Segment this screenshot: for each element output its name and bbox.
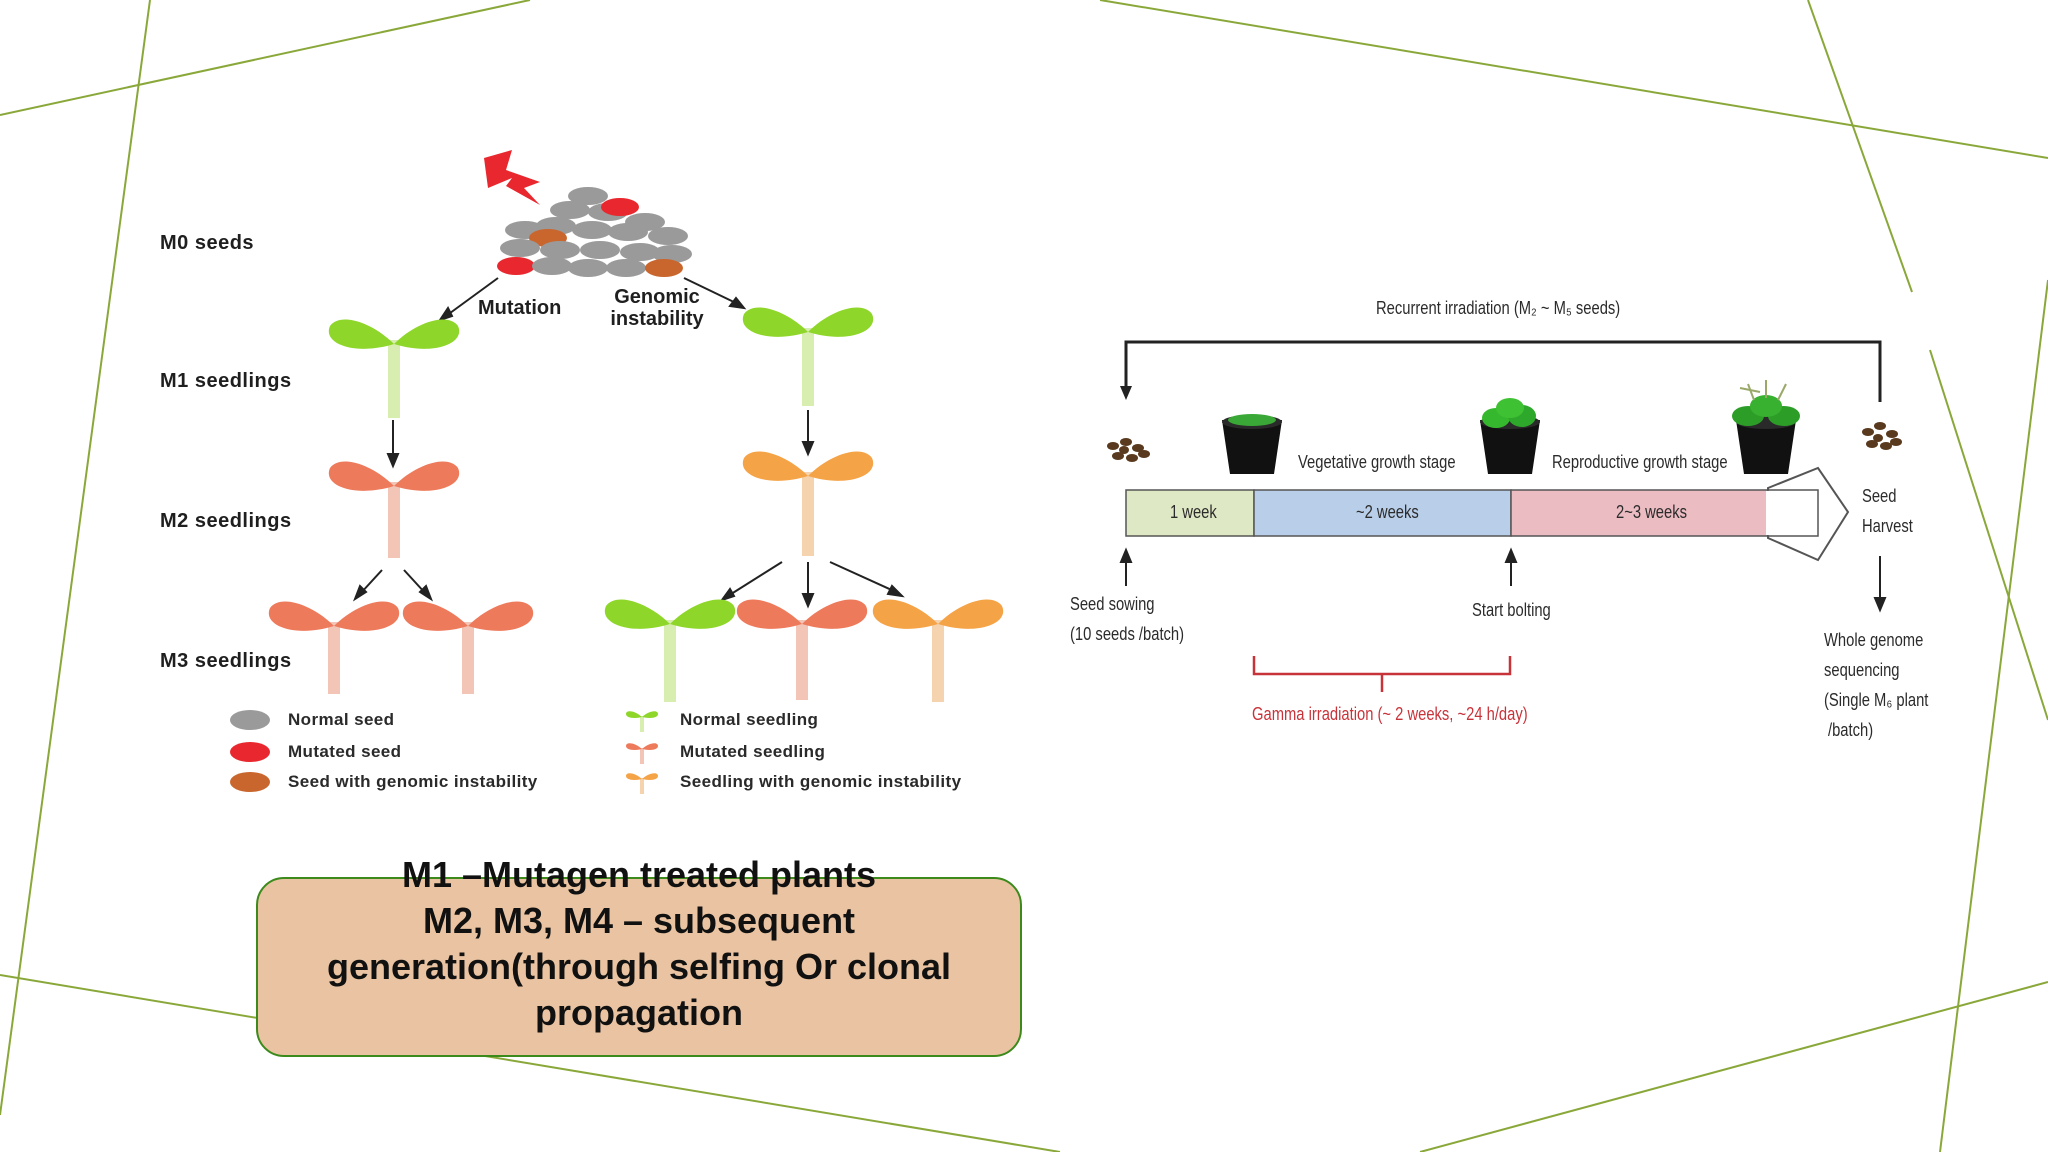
legend-mutated-seed: Mutated seed bbox=[230, 742, 401, 762]
stage-2-label: ~2 weeks bbox=[1356, 502, 1419, 522]
seedling-m3-1 bbox=[268, 601, 400, 694]
note-text: M1 –Mutagen treated plants M2, M3, M4 – … bbox=[256, 852, 1022, 1036]
label-m3: M3 seedlings bbox=[160, 650, 292, 672]
normal-seedling-icon bbox=[626, 711, 658, 732]
pot-icon-1 bbox=[1222, 414, 1282, 474]
legend-genomic-seedling: Seedling with genomic instability bbox=[622, 770, 961, 794]
stage-3-label: 2~3 weeks bbox=[1616, 502, 1687, 522]
label-genomic-instability: Genomic instability bbox=[600, 286, 714, 330]
seedling-m3-5 bbox=[872, 599, 1004, 702]
legend-label: Normal seedling bbox=[680, 710, 819, 729]
seeds-icon-left bbox=[1107, 438, 1150, 462]
label-m0: M0 seeds bbox=[160, 232, 255, 254]
pot-icon-2 bbox=[1480, 398, 1540, 474]
wgs-line-1: Whole genome bbox=[1824, 630, 1924, 650]
wgs-line-2: sequencing bbox=[1824, 660, 1900, 680]
start-bolting-label: Start bolting bbox=[1472, 600, 1551, 620]
label-m2: M2 seedlings bbox=[160, 510, 292, 532]
note-box bbox=[256, 877, 1022, 1057]
seedling-m3-2 bbox=[402, 601, 534, 694]
pot-icon-3 bbox=[1732, 380, 1800, 474]
seed-label: Seed bbox=[1862, 486, 1897, 506]
reproductive-stage-label: Reproductive growth stage bbox=[1552, 452, 1728, 472]
note-line-3: generation(through selfing Or clonal bbox=[326, 946, 952, 987]
seedling-m1-right bbox=[742, 307, 874, 406]
mutated-seed-swatch bbox=[230, 742, 270, 762]
seeds-icon-right bbox=[1862, 422, 1902, 450]
wgs-line-4: /batch) bbox=[1828, 720, 1874, 740]
seed-sowing-label: Seed sowing bbox=[1070, 594, 1155, 614]
seedling-m1-left bbox=[328, 319, 460, 418]
recurrent-irradiation-label: Recurrent irradiation (M₂ ~ M₅ seeds) bbox=[1376, 298, 1621, 318]
legend-normal-seed: Normal seed bbox=[230, 710, 394, 730]
stage-1-bar bbox=[1125, 489, 1255, 537]
note-line-2: M2, M3, M4 – subsequent bbox=[422, 900, 856, 941]
label-instability: instability bbox=[610, 308, 704, 330]
wgs-line-3: (Single M₆ plant bbox=[1824, 690, 1929, 710]
seed-batch-label: (10 seeds /batch) bbox=[1070, 624, 1185, 644]
legend-label: Seed with genomic instability bbox=[288, 772, 538, 791]
seed-pile bbox=[497, 187, 692, 277]
seedling-m3-4 bbox=[736, 599, 868, 700]
label-mutation: Mutation bbox=[478, 297, 562, 319]
gamma-irradiation-label: Gamma irradiation (~ 2 weeks, ~24 h/day) bbox=[1252, 704, 1528, 724]
note-line-4: propagation bbox=[535, 992, 743, 1033]
mutated-seedling-icon bbox=[626, 743, 658, 764]
legend-label: Mutated seedling bbox=[680, 742, 826, 761]
normal-seed-swatch bbox=[230, 710, 270, 730]
gamma-bracket bbox=[1252, 656, 1512, 692]
stage-3-bar bbox=[1510, 489, 1769, 537]
legend-label: Seedling with genomic instability bbox=[680, 772, 962, 791]
lightning-icon bbox=[484, 150, 540, 205]
seedling-m2-right bbox=[742, 451, 874, 556]
legend-label: Mutated seed bbox=[288, 742, 402, 761]
vegetative-stage-label: Vegetative growth stage bbox=[1298, 452, 1456, 472]
harvest-label: Harvest bbox=[1862, 516, 1913, 536]
stage-1-label: 1 week bbox=[1170, 502, 1217, 522]
label-m1: M1 seedlings bbox=[160, 370, 292, 392]
legend-mutated-seedling: Mutated seedling bbox=[622, 740, 825, 764]
seedling-m3-3 bbox=[604, 599, 736, 702]
legend-label: Normal seed bbox=[288, 710, 395, 729]
genomic-seedling-icon bbox=[626, 773, 658, 794]
note-line-1: M1 –Mutagen treated plants bbox=[401, 854, 877, 895]
legend-genomic-seed: Seed with genomic instability bbox=[230, 772, 538, 792]
genomic-seed-swatch bbox=[230, 772, 270, 792]
seedling-m2-left bbox=[328, 461, 460, 558]
label-genomic: Genomic bbox=[614, 286, 700, 308]
legend-normal-seedling: Normal seedling bbox=[622, 708, 818, 732]
